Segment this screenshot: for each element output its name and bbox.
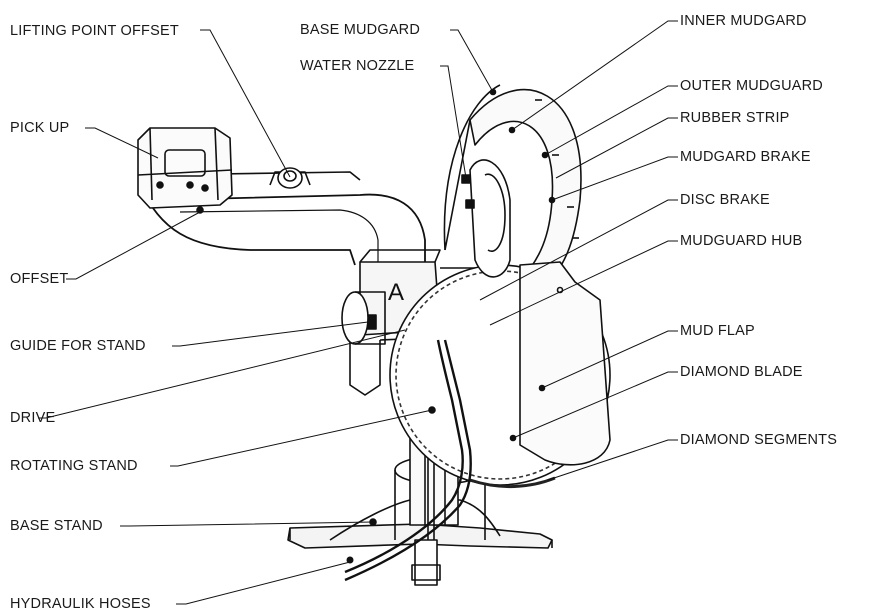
- label-diamond-segments: DIAMOND SEGMENTS: [680, 432, 838, 448]
- label-inner-mudgard: INNER MUDGARD: [680, 13, 807, 29]
- stamp-letter: A: [388, 279, 404, 306]
- leader-base-mudgard: [450, 30, 493, 92]
- hydraulik-hoses-drawing: [345, 340, 471, 580]
- mud-flap-drawing: [511, 262, 611, 465]
- leader-mud-flap: [542, 331, 678, 388]
- label-lifting-point-offset: LIFTING POINT OFFSET: [10, 23, 179, 39]
- leader-pick-up: [85, 128, 158, 158]
- leader-outer-mudguard: [545, 86, 678, 155]
- label-rubber-strip: RUBBER STRIP: [680, 110, 790, 126]
- pick-up-drawing: [138, 128, 232, 213]
- leader-lifting-point-offset: [200, 30, 290, 177]
- leader-water-nozzle: [440, 66, 466, 178]
- leader-diamond-blade: [513, 372, 678, 438]
- label-offset: OFFSET: [10, 271, 69, 287]
- label-pick-up: PICK UP: [10, 120, 70, 136]
- leader-rotating-stand: [170, 410, 432, 466]
- label-mudgard-brake: MUDGARD BRAKE: [680, 149, 811, 165]
- label-water-nozzle: WATER NOZZLE: [300, 58, 415, 74]
- leader-mudguard-hub: [490, 241, 678, 325]
- label-diamond-blade: DIAMOND BLADE: [680, 364, 803, 380]
- leader-mudgard-brake: [552, 157, 678, 200]
- leader-offset: [66, 212, 200, 279]
- leader-drive: [38, 330, 405, 418]
- label-outer-mudguard: OUTER MUDGUARD: [680, 78, 823, 94]
- label-disc-brake: DISC BRAKE: [680, 192, 770, 208]
- label-guide-for-stand: GUIDE FOR STAND: [10, 338, 146, 354]
- leader-inner-mudgard: [512, 21, 678, 130]
- leader-base-stand: [120, 522, 373, 526]
- label-rotating-stand: ROTATING STAND: [10, 458, 138, 474]
- leader-rubber-strip: [556, 118, 678, 178]
- label-base-stand: BASE STAND: [10, 518, 103, 534]
- outer-mudguard-drawing: [444, 85, 581, 290]
- leader-hydraulik-hoses: [176, 562, 350, 604]
- label-hydraulik-hoses: HYDRAULIK HOSES: [10, 596, 151, 612]
- guide-cylinder-drawing: [342, 292, 385, 344]
- leader-diamond-segments: [548, 440, 678, 480]
- leader-disc-brake: [480, 200, 678, 300]
- inner-mudguard-drawing: [462, 160, 510, 277]
- label-drive: DRIVE: [10, 410, 56, 426]
- label-mudguard-hub: MUDGUARD HUB: [680, 233, 803, 249]
- leader-guide-for-stand: [172, 322, 368, 346]
- leader-lines: [38, 21, 678, 604]
- label-mud-flap: MUD FLAP: [680, 323, 755, 339]
- label-base-mudgard: BASE MUDGARD: [300, 22, 421, 38]
